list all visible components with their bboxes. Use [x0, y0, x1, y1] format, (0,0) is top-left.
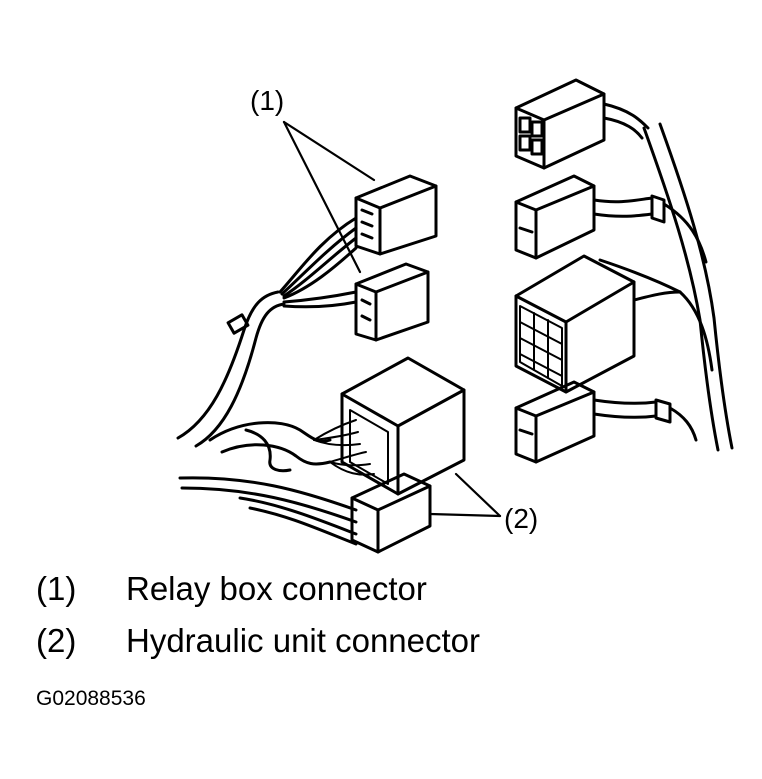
callout-2-label: (2): [504, 503, 538, 534]
legend-row-1: (1) Relay box connector: [36, 572, 427, 605]
callout-1-label: (1): [250, 85, 284, 116]
legend-text: Hydraulic unit connector: [126, 622, 481, 659]
legend-number: (2): [36, 622, 77, 659]
reference-code: G02088536: [36, 687, 146, 710]
relay-connector-upper: [354, 174, 438, 256]
connector-diagram: (1) (2): [176, 78, 734, 554]
hydraulic-connector-lower: [350, 472, 432, 554]
legend-row-2: (2) Hydraulic unit connector: [36, 624, 480, 657]
right-connector-4: [514, 380, 596, 464]
legend-number: (1): [36, 570, 77, 607]
right-connector-1: [514, 78, 606, 170]
hydraulic-connector-upper: [340, 356, 466, 496]
callout-1-leaders: [282, 120, 376, 274]
legend-text: Relay box connector: [126, 570, 427, 607]
callout-2-leaders: [428, 472, 502, 518]
relay-connector-lower: [354, 262, 430, 342]
right-connector-3: [514, 254, 636, 394]
hydraulic-wire-fan: [313, 419, 375, 476]
left-harness: [176, 216, 358, 546]
right-connector-2: [514, 174, 596, 260]
right-harness: [592, 102, 734, 452]
